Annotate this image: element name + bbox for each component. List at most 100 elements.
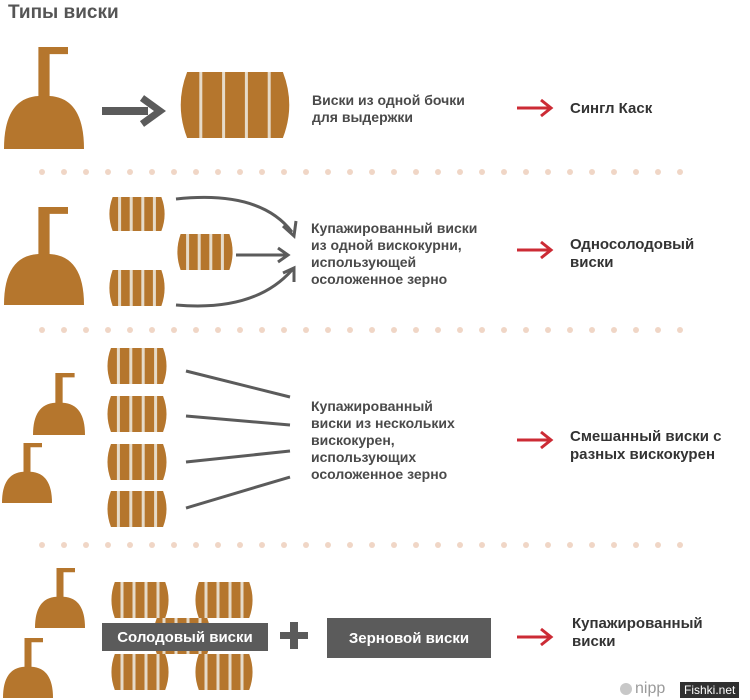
separator-dot: [369, 169, 375, 175]
row2-result: Односолодовый виски: [570, 236, 694, 272]
row3-desc-line: вискокурен,: [311, 432, 395, 448]
page-title: Типы виски: [8, 2, 119, 23]
flow-arrow-shaft: [102, 107, 148, 115]
pot-still-icon: [4, 207, 84, 305]
brand-name: nipp: [635, 680, 666, 697]
separator-dot: [677, 542, 683, 548]
separator-dot: [457, 542, 463, 548]
separator-dot: [303, 327, 309, 333]
row4-result: Купажированный виски: [572, 615, 703, 651]
separator-dot: [391, 542, 397, 548]
plus-icon: [290, 622, 298, 649]
row3-desc-line: использующих: [311, 449, 417, 465]
separator-dot: [105, 327, 111, 333]
separator-dot: [149, 169, 155, 175]
separator-dot: [545, 542, 551, 548]
separator-dot: [435, 327, 441, 333]
row2-desc-line: осоложенное зерно: [311, 271, 448, 287]
pot-still-icon: [4, 47, 84, 149]
barrel-icon: [107, 444, 167, 480]
separator-dot: [611, 169, 617, 175]
row1-description: Виски из одной бочки для выдержки: [312, 92, 465, 126]
curved-arrow: [175, 269, 294, 308]
barrel-icon: [111, 654, 169, 690]
row4-result-line: виски: [572, 633, 616, 650]
separator-dot: [457, 327, 463, 333]
row2-description: Купажированный виски из одной вискокурни…: [311, 220, 477, 288]
separator-dot: [369, 327, 375, 333]
separator-dot: [567, 327, 573, 333]
separator-dot: [567, 169, 573, 175]
separator-dot: [127, 169, 133, 175]
separator-dot: [325, 327, 331, 333]
barrel-icon: [111, 582, 169, 618]
separator-dot: [655, 327, 661, 333]
separator-dot: [435, 542, 441, 548]
barrel-icon: [107, 396, 167, 432]
grain-whisky-label: Зерновой виски: [327, 618, 491, 658]
separator-dot: [677, 327, 683, 333]
separator-dot: [237, 542, 243, 548]
separator-dot: [655, 169, 661, 175]
separator-dot: [281, 542, 287, 548]
separator-dot: [457, 169, 463, 175]
separator-dot: [589, 542, 595, 548]
separator-dot: [127, 542, 133, 548]
separator-dot: [677, 169, 683, 175]
straight-arrow-head-icon: [277, 246, 291, 264]
separator-dot: [589, 327, 595, 333]
separator-dot: [479, 542, 485, 548]
separator-dot: [479, 169, 485, 175]
separator-dot: [325, 542, 331, 548]
row2-result-line: виски: [570, 254, 614, 271]
separator-dot: [347, 542, 353, 548]
separator-dot: [545, 327, 551, 333]
curved-arrow-head-icon: [281, 220, 298, 240]
row4-result-line: Купажированный: [572, 615, 703, 632]
barrel-icon: [109, 197, 165, 231]
result-arrow-icon: [540, 240, 554, 260]
result-arrow-icon: [540, 98, 554, 118]
separator-dot: [479, 327, 485, 333]
separator-dot: [39, 327, 45, 333]
watermark: Fishki.net: [680, 682, 740, 698]
separator-dot: [193, 327, 199, 333]
separator-dot: [545, 169, 551, 175]
converging-line: [185, 369, 291, 399]
separator-dot: [347, 327, 353, 333]
separator-dot: [149, 542, 155, 548]
separator-dot: [171, 542, 177, 548]
converging-line: [185, 475, 291, 510]
curved-arrow-head-icon: [282, 265, 296, 282]
separator-dot: [193, 169, 199, 175]
barrel-icon: [177, 234, 233, 270]
separator-dot: [303, 169, 309, 175]
separator-dot: [237, 327, 243, 333]
row3-result-line: разных вискокурен: [570, 446, 715, 463]
separator-dot: [215, 542, 221, 548]
row2-result-line: Односолодовый: [570, 236, 695, 253]
separator-dot: [633, 327, 639, 333]
separator-dot: [281, 169, 287, 175]
separator-dot: [127, 327, 133, 333]
separator-dot: [413, 327, 419, 333]
separator-dot: [105, 169, 111, 175]
row3-description: Купажированный виски из нескольких виско…: [311, 398, 455, 483]
row3-desc-line: осоложенное зерно: [311, 466, 448, 482]
separator-dot: [369, 542, 375, 548]
separator-dot: [501, 327, 507, 333]
separator-dot: [237, 169, 243, 175]
separator-dot: [325, 169, 331, 175]
row1-desc-line: для выдержки: [312, 109, 413, 125]
malt-whisky-label: Солодовый виски: [102, 623, 268, 651]
separator-dot: [655, 542, 661, 548]
separator-dot: [391, 327, 397, 333]
pot-still-icon: [33, 373, 85, 435]
separator-dot: [435, 169, 441, 175]
separator-dot: [171, 169, 177, 175]
separator-dot: [413, 169, 419, 175]
pot-still-icon: [3, 638, 53, 698]
row1-result-line: Сингл Каск: [570, 100, 653, 117]
separator-dot: [281, 327, 287, 333]
barrel-icon: [180, 72, 290, 138]
